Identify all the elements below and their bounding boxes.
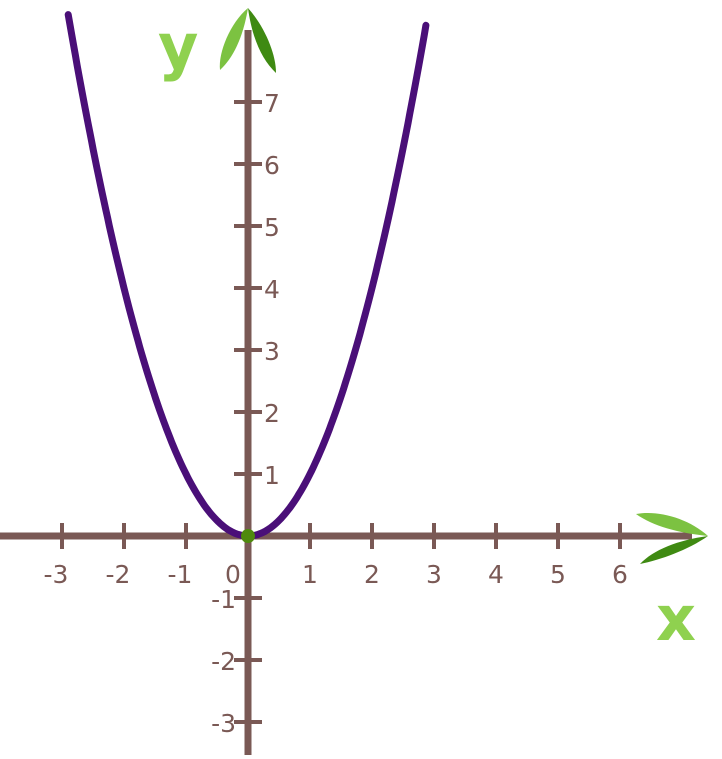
ticks (60, 100, 622, 724)
x-tick-label: 5 (550, 560, 566, 589)
x-arrow-leaf-icon (636, 512, 708, 564)
x-tick-label: 4 (488, 560, 504, 589)
y-tick-label: 5 (264, 213, 280, 242)
x-tick-label: -2 (106, 560, 131, 589)
y-axis-title: y (158, 10, 198, 83)
y-tick-label: 1 (264, 461, 280, 490)
x-tick-label: 2 (364, 560, 380, 589)
y-tick-label: 6 (264, 151, 280, 180)
y-tick-label: 7 (264, 89, 280, 118)
x-tick-label: 3 (426, 560, 442, 589)
x-tick-label: -1 (168, 560, 193, 589)
x-tick-label: -3 (44, 560, 69, 589)
y-tick-label: -3 (211, 709, 236, 738)
y-tick-label: 4 (264, 275, 280, 304)
x-tick-label: 0 (225, 560, 241, 589)
y-tick-label: -1 (211, 585, 236, 614)
y-arrow-leaf-icon (219, 8, 276, 73)
axes (0, 30, 692, 755)
y-tick-label: -2 (211, 647, 236, 676)
y-tick-label: 2 (264, 399, 280, 428)
origin-point (241, 529, 255, 543)
y-tick-label: 3 (264, 337, 280, 366)
x-tick-label: 6 (612, 560, 628, 589)
x-axis-title: x (656, 582, 696, 655)
x-tick-label: 1 (302, 560, 318, 589)
